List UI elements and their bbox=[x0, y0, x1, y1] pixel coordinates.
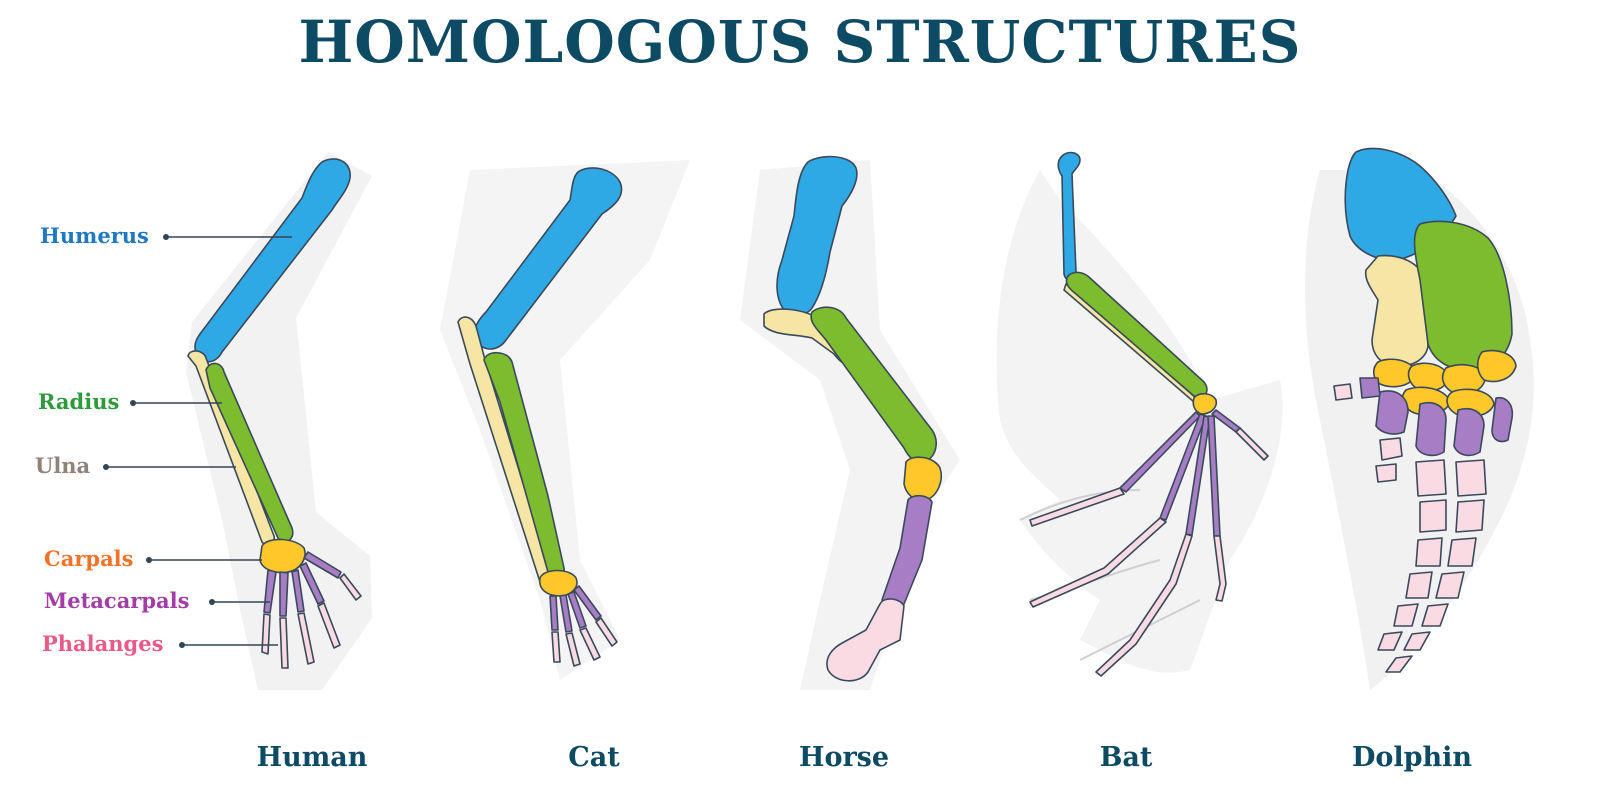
horse-carpals bbox=[903, 456, 942, 502]
animal-name-human: Human bbox=[256, 742, 368, 773]
dolphin-metacarpals bbox=[1359, 377, 1514, 457]
page-title: HOMOLOGOUS STRUCTURES bbox=[298, 8, 1302, 76]
animal-name-dolphin: Dolphin bbox=[1351, 742, 1473, 773]
dolphin-phalanges bbox=[1333, 383, 1487, 673]
human-shadow bbox=[186, 152, 372, 690]
label-radius: Radius bbox=[38, 389, 120, 414]
leader-dot-radius bbox=[130, 400, 136, 406]
bat-phalanges bbox=[1029, 427, 1269, 677]
bat-wing-shadow bbox=[996, 170, 1283, 673]
bat-limb bbox=[996, 151, 1283, 677]
dolphin-radius bbox=[1413, 220, 1513, 371]
animal-name-horse: Horse bbox=[798, 742, 890, 773]
label-metacarpals: Metacarpals bbox=[44, 588, 190, 613]
leader-dot-ulna bbox=[103, 464, 109, 470]
bat-metacarpals bbox=[1119, 409, 1241, 537]
label-ulna: Ulna bbox=[35, 453, 91, 478]
animal-name-cat: Cat bbox=[568, 742, 620, 773]
cat-limb bbox=[440, 160, 690, 680]
label-phalanges: Phalanges bbox=[42, 631, 164, 656]
leader-dot-phalanges bbox=[179, 642, 185, 648]
label-humerus: Humerus bbox=[40, 223, 149, 248]
human-humerus bbox=[194, 158, 351, 363]
leader-dot-carpals bbox=[146, 557, 152, 563]
label-leaders bbox=[103, 234, 292, 648]
cat-metacarpals bbox=[549, 585, 602, 633]
horse-phalanges bbox=[826, 598, 905, 682]
bat-carpals bbox=[1192, 392, 1218, 415]
leader-dot-humerus bbox=[163, 234, 169, 240]
human-metacarpals bbox=[263, 551, 342, 617]
human-limb bbox=[186, 152, 372, 690]
label-carpals: Carpals bbox=[44, 546, 134, 571]
horse-humerus bbox=[776, 155, 858, 317]
cat-carpals bbox=[538, 569, 578, 597]
cat-humerus bbox=[473, 167, 623, 350]
human-phalanges bbox=[261, 573, 362, 669]
human-carpals bbox=[259, 538, 306, 574]
animal-name-bat: Bat bbox=[1099, 742, 1153, 773]
cat-phalanges bbox=[551, 617, 618, 667]
horse-limb bbox=[740, 155, 960, 690]
dolphin-limb bbox=[1305, 147, 1534, 690]
leader-dot-metacarpals bbox=[209, 599, 215, 605]
